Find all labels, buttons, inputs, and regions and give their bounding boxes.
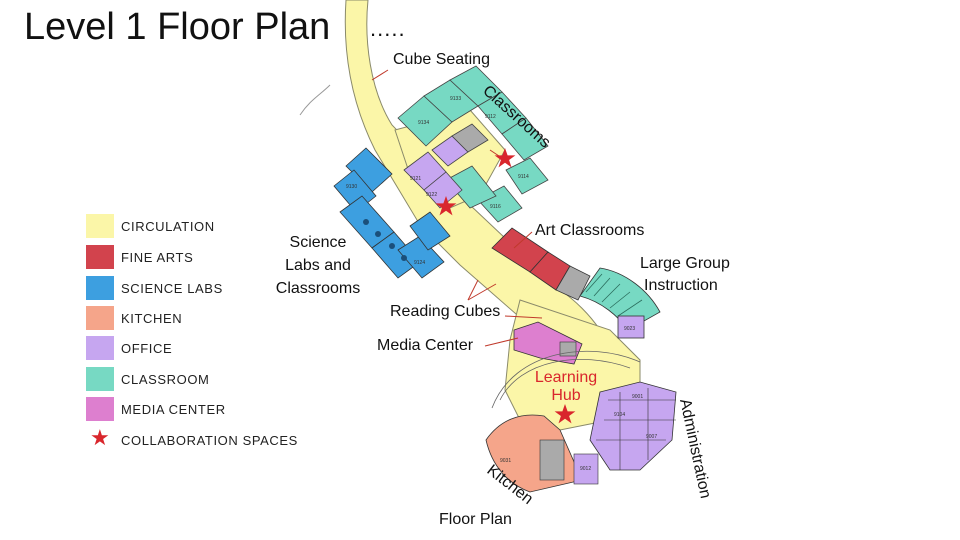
legend-item-office: OFFICE bbox=[86, 336, 346, 360]
svg-text:9133: 9133 bbox=[450, 96, 461, 102]
legend-label: CIRCULATION bbox=[121, 219, 215, 234]
reading-cubes-label: Reading Cubes bbox=[390, 303, 501, 320]
svg-text:9130: 9130 bbox=[346, 184, 357, 190]
svg-text:9007: 9007 bbox=[646, 434, 657, 440]
legend-item-collaboration: ★ COLLABORATION SPACES bbox=[86, 425, 346, 452]
collaboration-stars bbox=[435, 148, 576, 424]
callout-lines bbox=[371, 69, 543, 347]
svg-text:9012: 9012 bbox=[580, 466, 591, 472]
classroom-wing: 9134 9133 9112 9114 9116 bbox=[397, 65, 549, 223]
svg-text:9001: 9001 bbox=[632, 394, 643, 400]
svg-text:9121: 9121 bbox=[410, 176, 421, 182]
art-classrooms bbox=[491, 227, 591, 301]
star-icon: ★ bbox=[90, 425, 110, 450]
legend-item-classroom: CLASSROOM bbox=[86, 367, 346, 391]
office-swatch bbox=[86, 336, 114, 360]
legend-item-media-center: MEDIA CENTER bbox=[86, 397, 346, 421]
svg-text:9124: 9124 bbox=[414, 260, 425, 266]
svg-text:9134: 9134 bbox=[418, 120, 429, 126]
title-dots: ..... bbox=[370, 16, 406, 41]
figure-caption: Floor Plan bbox=[439, 511, 512, 528]
legend-label: FINE ARTS bbox=[121, 250, 194, 265]
kitchen-wing: 9031 9012 bbox=[485, 414, 599, 493]
art-classrooms-label: Art Classrooms bbox=[535, 222, 645, 239]
svg-text:9112: 9112 bbox=[485, 114, 496, 120]
legend-label: OFFICE bbox=[121, 341, 173, 356]
classroom-swatch bbox=[86, 367, 114, 391]
cube-seating-label: Cube Seating bbox=[393, 51, 490, 68]
office-cluster-north: 9121 9122 bbox=[403, 123, 489, 209]
large-group-label-line1: Large Group bbox=[640, 255, 730, 272]
legend-item-kitchen: KITCHEN bbox=[86, 306, 346, 330]
media-center bbox=[513, 321, 583, 365]
science-labs-swatch bbox=[86, 276, 114, 300]
legend-item-circulation: CIRCULATION bbox=[86, 214, 346, 238]
kitchen-swatch bbox=[86, 306, 114, 330]
fine-arts-swatch bbox=[86, 245, 114, 269]
administration-wing: 9001 9104 9007 bbox=[589, 381, 677, 471]
page-title: Level 1 Floor Plan bbox=[24, 6, 331, 48]
large-group-instruction: 9023 bbox=[579, 267, 661, 339]
legend-label: SCIENCE LABS bbox=[121, 281, 223, 296]
science-label-line3: Classrooms bbox=[275, 280, 361, 297]
science-label-line2: Labs and bbox=[285, 257, 351, 274]
legend-item-science-labs: SCIENCE LABS bbox=[86, 276, 346, 300]
legend-label: CLASSROOM bbox=[121, 372, 210, 387]
hub-label-line2: Hub bbox=[551, 387, 581, 404]
science-labs-wing: 9130 9124 bbox=[333, 147, 451, 279]
learning-hub-label: Learning Hub bbox=[520, 369, 612, 405]
legend-item-fine-arts: FINE ARTS bbox=[86, 245, 346, 269]
circulation-swatch bbox=[86, 214, 114, 238]
media-center-label: Media Center bbox=[377, 337, 474, 354]
svg-text:9031: 9031 bbox=[500, 458, 511, 464]
large-group-label-line2: Instruction bbox=[644, 277, 718, 294]
svg-text:9116: 9116 bbox=[490, 204, 501, 210]
administration-label: Administration bbox=[676, 397, 714, 500]
legend-label: COLLABORATION SPACES bbox=[121, 433, 298, 448]
svg-text:9114: 9114 bbox=[518, 174, 529, 180]
hub-label-line1: Learning bbox=[534, 369, 598, 386]
svg-text:9122: 9122 bbox=[426, 192, 437, 198]
collaboration-star-icon bbox=[435, 196, 457, 216]
science-label-line1: Science bbox=[289, 234, 347, 251]
collaboration-star-icon bbox=[554, 404, 576, 424]
svg-text:9023: 9023 bbox=[624, 326, 635, 332]
legend-label: KITCHEN bbox=[121, 311, 183, 326]
media-center-swatch bbox=[86, 397, 114, 421]
legend-label: MEDIA CENTER bbox=[121, 402, 226, 417]
collaboration-star-icon bbox=[494, 148, 516, 168]
svg-text:9104: 9104 bbox=[614, 412, 625, 418]
